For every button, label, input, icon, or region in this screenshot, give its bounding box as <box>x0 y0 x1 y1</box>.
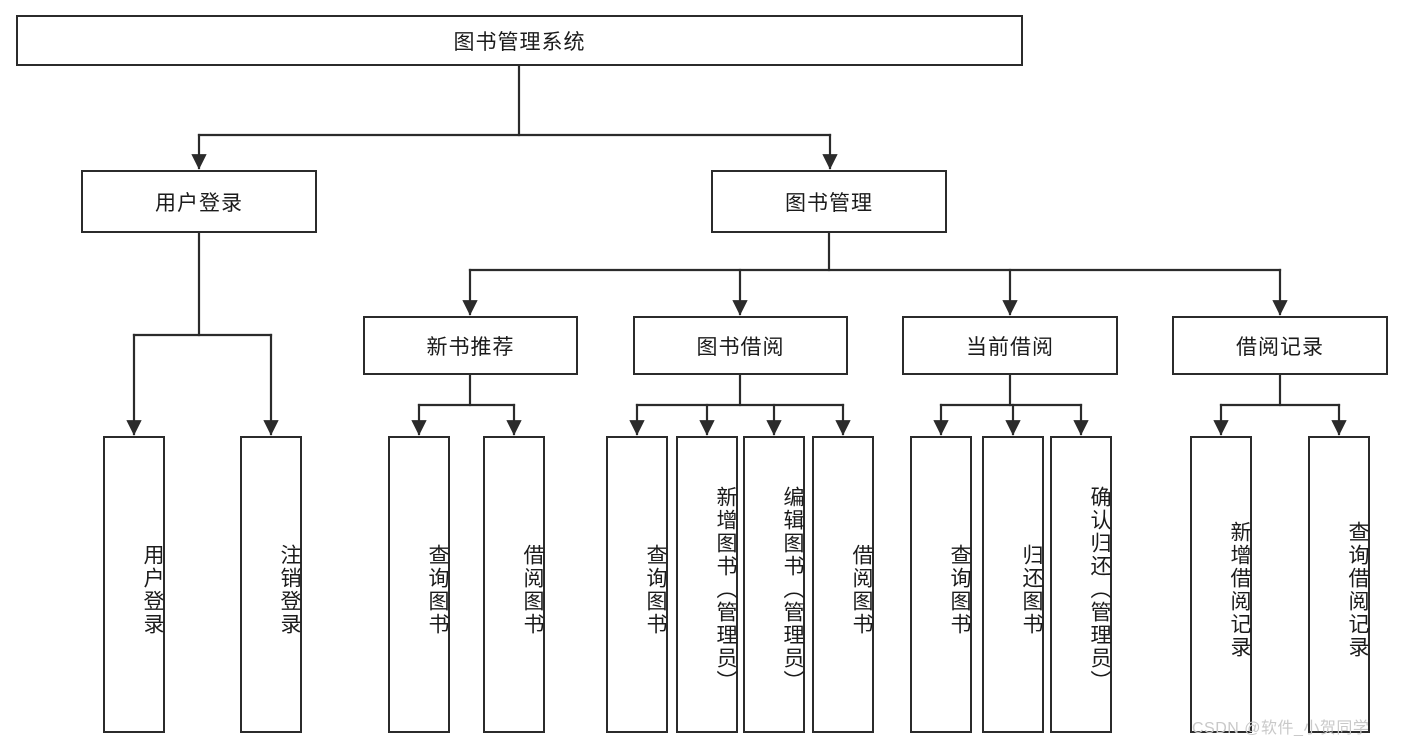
leaf-node[interactable]: 注销登录 <box>240 436 302 733</box>
leaf-label: 新增图书（管理员） <box>714 486 737 693</box>
leaf-node[interactable]: 新增图书（管理员） <box>676 436 738 733</box>
leaf-label: 确认归还（管理员） <box>1088 486 1111 693</box>
node-book-management[interactable]: 图书管理 <box>711 170 947 233</box>
leaf-node[interactable]: 查询借阅记录 <box>1308 436 1370 733</box>
node-new-book-recommend[interactable]: 新书推荐 <box>363 316 578 375</box>
leaf-label: 新增借阅记录 <box>1228 520 1251 659</box>
leaf-node[interactable]: 查询图书 <box>606 436 668 733</box>
leaf-node[interactable]: 归还图书 <box>982 436 1044 733</box>
leaf-label: 查询图书 <box>948 543 971 636</box>
leaf-label: 注销登录 <box>278 543 301 636</box>
leaf-node[interactable]: 新增借阅记录 <box>1190 436 1252 733</box>
leaf-label: 归还图书 <box>1020 543 1043 636</box>
leaf-node[interactable]: 借阅图书 <box>812 436 874 733</box>
node-borrow-record[interactable]: 借阅记录 <box>1172 316 1388 375</box>
leaf-label: 借阅图书 <box>521 543 544 636</box>
node-user-login[interactable]: 用户登录 <box>81 170 317 233</box>
csdn-watermark: CSDN @软件_小贺同学 <box>1192 720 1370 737</box>
leaf-node[interactable]: 确认归还（管理员） <box>1050 436 1112 733</box>
leaf-label: 用户登录 <box>141 543 164 636</box>
leaf-node[interactable]: 查询图书 <box>388 436 450 733</box>
leaf-label: 借阅图书 <box>850 543 873 636</box>
leaf-label: 查询图书 <box>426 543 449 636</box>
leaf-node[interactable]: 借阅图书 <box>483 436 545 733</box>
leaf-label: 查询图书 <box>644 543 667 636</box>
leaf-node[interactable]: 编辑图书（管理员） <box>743 436 805 733</box>
leaf-label: 编辑图书（管理员） <box>781 486 804 693</box>
node-current-borrow[interactable]: 当前借阅 <box>902 316 1118 375</box>
leaf-label: 查询借阅记录 <box>1346 520 1369 659</box>
leaf-node[interactable]: 用户登录 <box>103 436 165 733</box>
node-book-borrow[interactable]: 图书借阅 <box>633 316 848 375</box>
leaf-node[interactable]: 查询图书 <box>910 436 972 733</box>
node-root[interactable]: 图书管理系统 <box>16 15 1023 66</box>
